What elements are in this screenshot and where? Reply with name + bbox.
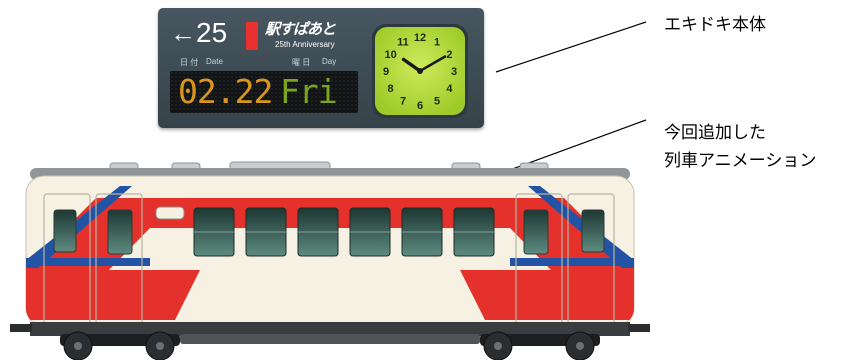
- clock-number-2: 2: [446, 49, 452, 61]
- clock-number-8: 8: [388, 83, 394, 95]
- under-equipment: [180, 334, 480, 344]
- clock-number-5: 5: [434, 95, 440, 107]
- door-windows: [53, 209, 605, 255]
- train-animation: [10, 161, 650, 360]
- train-label-line1: 今回追加した: [664, 123, 766, 143]
- clock-number-10: 10: [384, 49, 396, 61]
- red-accent-bar: [246, 22, 258, 50]
- brand-logo: 駅すぱあと: [265, 20, 336, 38]
- front-coupler: [10, 324, 32, 332]
- train-wheels: [60, 331, 600, 360]
- widget-label: エキドキ本体: [664, 15, 766, 35]
- countdown-number: 25: [196, 17, 228, 48]
- clock-number-4: 4: [446, 83, 453, 95]
- ekidoki-widget: ←25 駅すぱあと 25th Anniversary 日 付 Date 曜 日 …: [158, 8, 484, 128]
- train-label-line2: 列車アニメーション: [664, 151, 817, 171]
- date-value: 02.22: [178, 72, 273, 111]
- clock-number-11: 11: [397, 37, 409, 49]
- left-arrow-icon: ←: [170, 18, 196, 48]
- clock-number-6: 6: [417, 100, 423, 112]
- train-doors: [43, 193, 615, 325]
- day-label-jp: 曜 日: [292, 58, 311, 67]
- led-display: 02.22 Fri: [170, 71, 358, 113]
- side-vent: [155, 206, 185, 220]
- date-label-en: Date: [206, 57, 223, 66]
- date-label-jp: 日 付: [180, 58, 199, 67]
- day-label-en: Day: [322, 57, 337, 66]
- clock-number-3: 3: [451, 66, 457, 78]
- clock-minute-hand: [418, 55, 447, 73]
- day-value: Fri: [280, 72, 338, 111]
- train-underframe: [30, 322, 630, 336]
- clock-number-9: 9: [383, 66, 389, 78]
- countdown-display: ←25: [170, 17, 228, 49]
- anniversary-text: 25th Anniversary: [275, 40, 335, 49]
- clock-number-1: 1: [434, 37, 440, 49]
- clock-hour-hand: [401, 57, 422, 73]
- date-day-labels: 日 付 Date 曜 日 Day: [172, 57, 357, 69]
- clock-number-7: 7: [400, 95, 406, 107]
- rear-coupler: [628, 324, 650, 332]
- widget-callout-line: [495, 21, 647, 73]
- clock-center: [417, 68, 423, 74]
- clock-number-12: 12: [414, 32, 426, 44]
